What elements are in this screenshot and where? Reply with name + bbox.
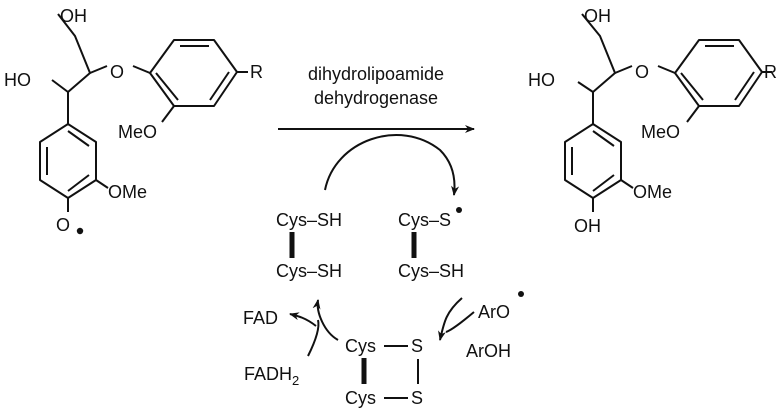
substrate-r-label: R: [250, 62, 263, 82]
substrate-aryl-ring: [149, 39, 238, 107]
substrate-ether-bond: [89, 65, 151, 74]
substrate-ome-label: OMe: [108, 182, 147, 202]
product-ome-bond: [620, 179, 634, 189]
product-meo-bond: [686, 105, 700, 123]
radical-cys-sh-bottom: Cys–SH: [398, 261, 464, 281]
fad-label: FAD: [243, 308, 278, 328]
substrate-ho-label: HO: [4, 70, 31, 90]
substrate-meo-label: MeO: [118, 122, 157, 142]
substrate-phenoxy-ring: [39, 123, 97, 199]
substrate-phenoxy-o-label: O: [56, 215, 70, 235]
reduced-cys-sh-top: Cys–SH: [276, 210, 342, 230]
thiyl-radical-dot: [456, 207, 462, 213]
substrate-radical-dot: [76, 227, 84, 235]
coupling-curved-arrow: [324, 134, 460, 196]
product-ome-label: OMe: [633, 182, 672, 202]
product-ho-label: HO: [528, 70, 555, 90]
aro-entry-curve: [445, 311, 475, 333]
aroh-label: ArOH: [466, 341, 511, 361]
radical-cys-s-top: Cys–S: [398, 210, 451, 230]
aro-radical-label: ArO: [478, 302, 510, 322]
fadh2-subscript: 2: [292, 373, 299, 388]
substrate-oh-top-label: OH: [60, 6, 87, 26]
product-ether-bond: [614, 65, 676, 74]
product-meo-label: MeO: [641, 122, 680, 142]
disulfide-cys-bottom: Cys: [345, 388, 376, 408]
disulfide-cys-top: Cys: [345, 336, 376, 356]
product-oh-top-label: OH: [584, 6, 611, 26]
substrate-structure: OH HO O R MeO OMe O: [4, 6, 263, 235]
enzyme-name-line1: dihydrolipoamide: [308, 64, 444, 84]
main-reaction-arrow-group: dihydrolipoamide dehydrogenase: [278, 64, 475, 196]
substrate-ome-bond: [95, 179, 109, 189]
aro-to-aroh-curved-arrow: [438, 297, 463, 341]
disulfide-s-top: S: [411, 336, 423, 356]
substrate-ether-o-label: O: [110, 62, 124, 82]
fadh2-label: FADH2: [244, 364, 299, 388]
fad-exit-arrow: [289, 312, 317, 327]
reduced-cys-sh-bottom: Cys–SH: [276, 261, 342, 281]
enzyme-name-line2: dehydrogenase: [314, 88, 438, 108]
product-aryl-ring: [674, 39, 763, 107]
fadh2-main: FADH: [244, 364, 292, 384]
catalytic-cycle: Cys–SH Cys–SH Cys–S Cys–SH Cys S Cys S A…: [243, 207, 524, 408]
substrate-meo-bond: [161, 105, 175, 123]
product-phenol-ring: [564, 123, 622, 199]
aro-radical-dot: [518, 291, 524, 297]
product-r-label: R: [764, 62, 777, 82]
disulfide-to-dithiol-curved-arrow: [312, 299, 339, 341]
product-structure: OH HO O R MeO OMe OH: [528, 6, 777, 236]
product-phenol-oh-label: OH: [574, 216, 601, 236]
product-ether-o-label: O: [635, 62, 649, 82]
disulfide-s-bottom: S: [411, 388, 423, 408]
fadh2-entry-curve: [307, 319, 320, 357]
